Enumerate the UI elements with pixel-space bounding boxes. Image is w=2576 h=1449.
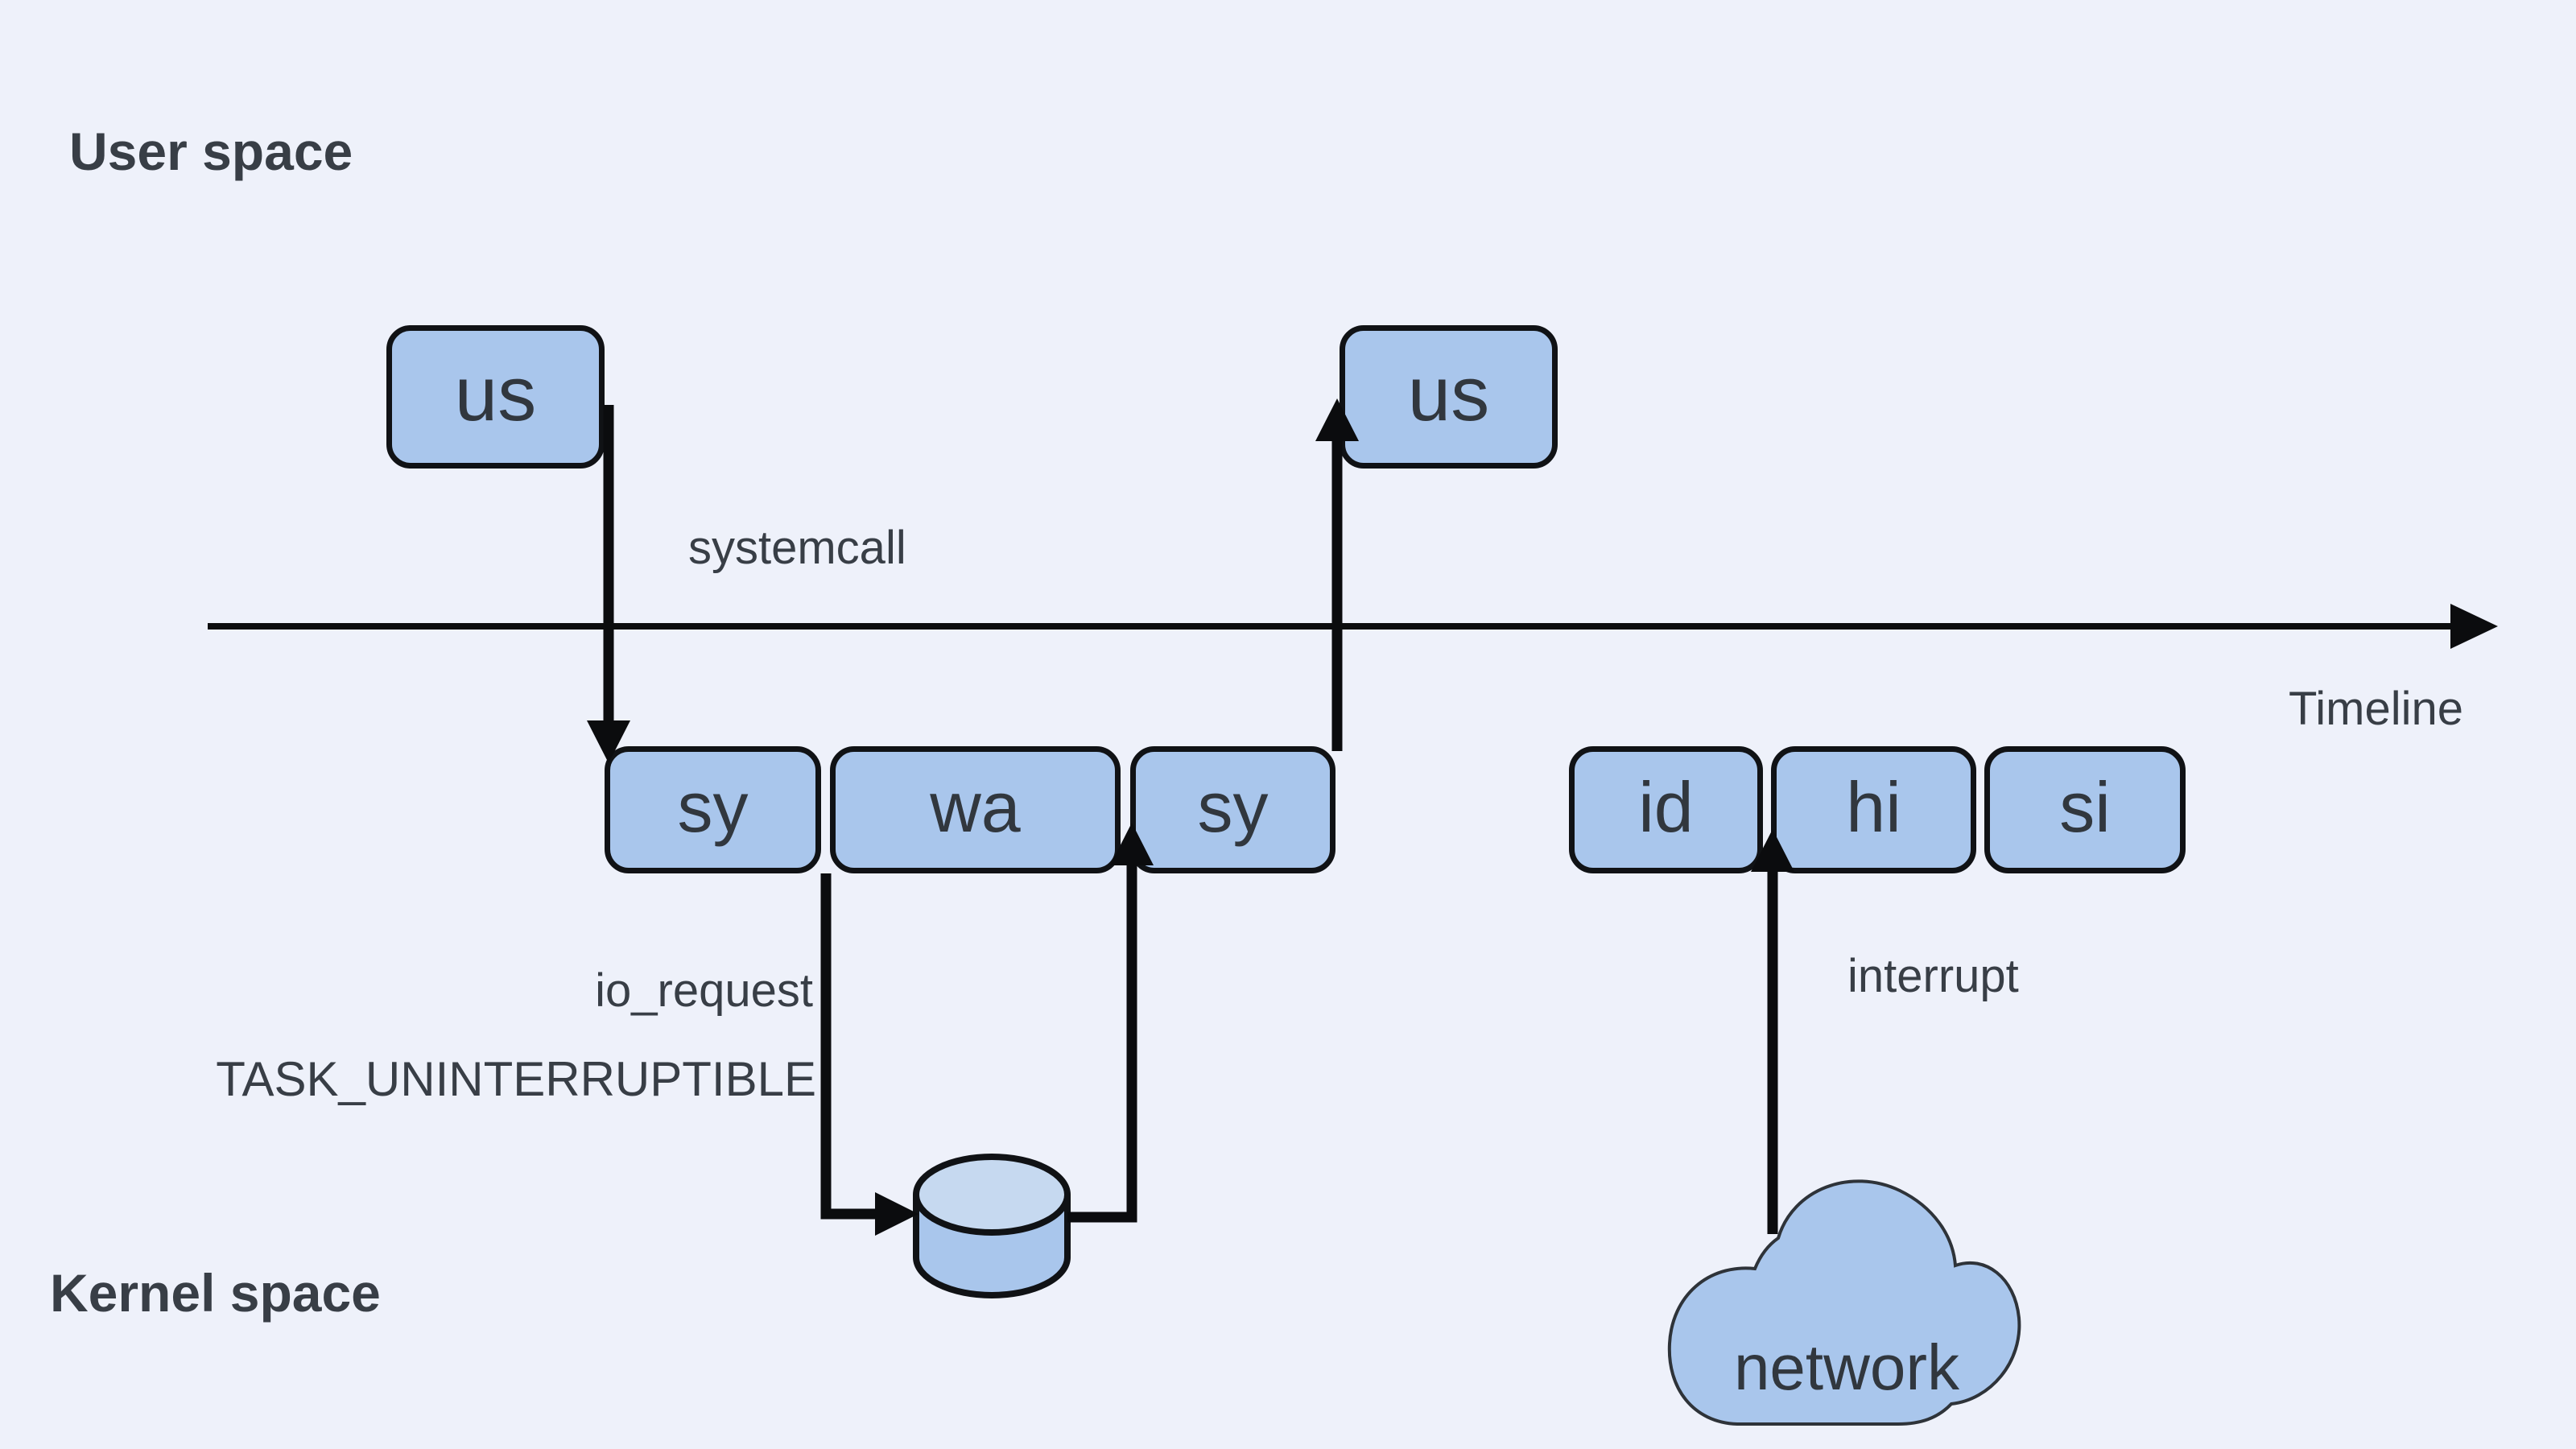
state-box-us-1-label: us xyxy=(454,351,537,437)
state-box-sy-2: sy xyxy=(1130,746,1335,873)
network-label: network xyxy=(1734,1331,1960,1403)
state-box-sy-1-label: sy xyxy=(677,767,749,847)
io-request-label: io_request xyxy=(595,964,813,1017)
kernel-space-label: Kernel space xyxy=(50,1263,381,1323)
task-uninterruptible-label: TASK_UNINTERRUPTIBLE xyxy=(216,1052,816,1106)
disk-cylinder-icon xyxy=(913,1154,1071,1298)
network-cloud-icon: network xyxy=(1667,1179,2021,1426)
state-box-us-1: us xyxy=(386,325,605,469)
state-box-si: si xyxy=(1984,746,2186,873)
interrupt-arrow xyxy=(1751,829,1794,1234)
io-request-arrow xyxy=(820,873,919,1236)
state-box-hi-label: hi xyxy=(1846,767,1901,847)
state-box-wa: wa xyxy=(830,746,1121,873)
state-box-id-label: id xyxy=(1638,767,1694,847)
state-box-us-2: us xyxy=(1340,325,1558,469)
state-box-hi: hi xyxy=(1771,746,1976,873)
state-box-us-2-label: us xyxy=(1407,351,1490,437)
state-box-sy-2-label: sy xyxy=(1197,767,1269,847)
state-box-wa-label: wa xyxy=(930,767,1021,847)
timeline-label: Timeline xyxy=(2289,683,2464,735)
state-box-id: id xyxy=(1569,746,1763,873)
systemcall-label: systemcall xyxy=(688,522,906,574)
timeline-arrow xyxy=(208,604,2498,649)
state-box-si-label: si xyxy=(2059,767,2111,847)
interrupt-label: interrupt xyxy=(1847,950,2019,1002)
disk-return-arrow xyxy=(1067,823,1154,1223)
user-space-label: User space xyxy=(69,122,353,181)
state-box-sy-1: sy xyxy=(605,746,821,873)
